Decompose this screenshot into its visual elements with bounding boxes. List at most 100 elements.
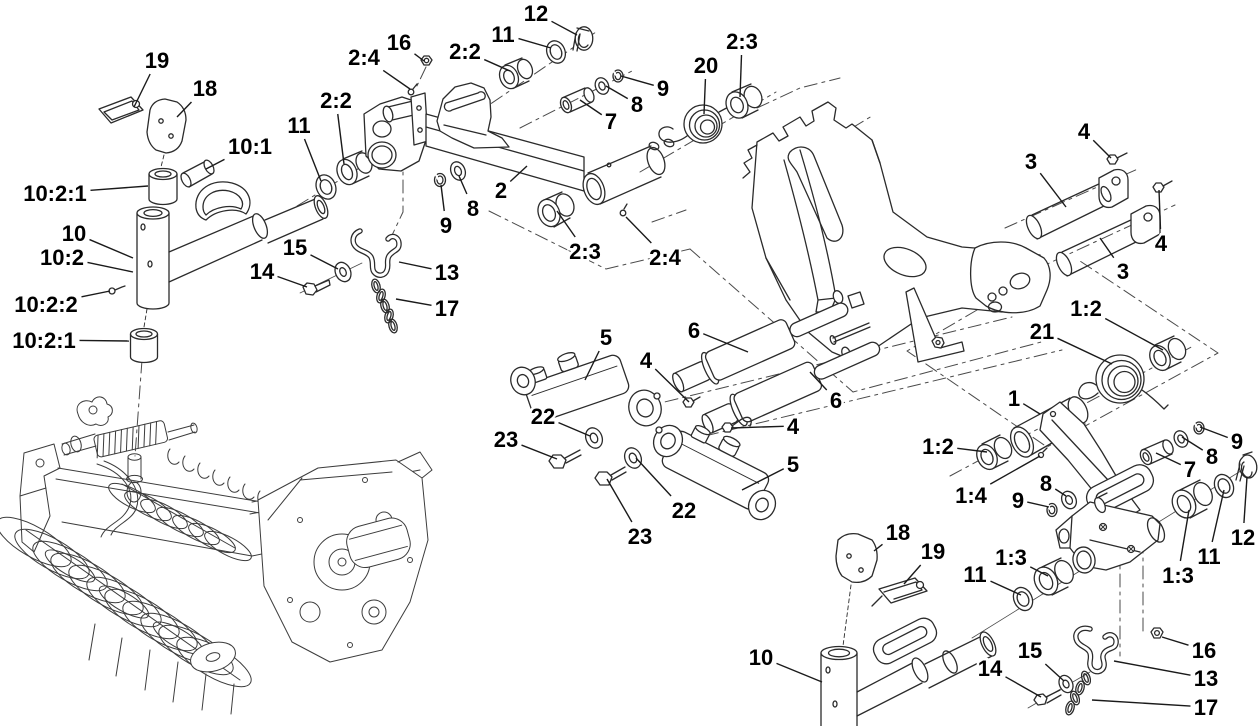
callout-leader-10:1 xyxy=(205,158,225,170)
callout-leader-1:2 xyxy=(957,447,988,453)
callout-leader-22 xyxy=(635,457,672,497)
machine-unit-illustration xyxy=(0,396,433,715)
ring-9-arm1-left xyxy=(1046,502,1058,518)
callout-leader-7 xyxy=(579,99,603,116)
callout-label-23: 23 xyxy=(628,524,652,549)
callout-leader-11 xyxy=(1211,489,1225,543)
callout-leader-10:2:1 xyxy=(79,339,130,342)
bushing-2-2-left xyxy=(336,150,373,186)
callout-leader-10:2 xyxy=(87,261,134,273)
callout-label-8: 8 xyxy=(631,92,643,117)
callout-label-5: 5 xyxy=(787,452,799,477)
frame-hardware xyxy=(829,287,965,363)
callout-leader-12 xyxy=(551,20,578,36)
nut-16-bottom xyxy=(1150,627,1164,639)
callout-label-20: 20 xyxy=(694,53,718,78)
callout-label-1:2: 1:2 xyxy=(1070,296,1102,321)
callout-label-9: 9 xyxy=(440,213,452,238)
bushing-1-2-left xyxy=(976,434,1013,471)
callout-label-8: 8 xyxy=(1206,444,1218,469)
cap-18-top xyxy=(146,98,187,154)
callout-label-11: 11 xyxy=(491,22,514,47)
callout-leader-18 xyxy=(176,101,192,118)
callout-leader-23 xyxy=(606,478,633,523)
torsion-spring-21 xyxy=(1078,354,1169,410)
callout-leader-9 xyxy=(440,184,445,212)
washer-8-arm2 xyxy=(449,161,467,181)
hoc-tube-assembly-bottom xyxy=(820,532,997,726)
rod-6-lower xyxy=(701,341,881,434)
callout-leader-15 xyxy=(310,254,339,270)
callout-label-6: 6 xyxy=(830,388,842,413)
callout-label-1:3: 1:3 xyxy=(995,545,1027,570)
callout-leader-7 xyxy=(1155,452,1182,466)
callout-leader-4 xyxy=(1158,189,1162,230)
callout-leader-17 xyxy=(1091,699,1191,707)
callout-label-3: 3 xyxy=(1117,259,1129,284)
callout-leader-14 xyxy=(277,275,308,288)
callout-label-2:3: 2:3 xyxy=(569,239,601,264)
callout-label-4: 4 xyxy=(787,414,800,439)
callout-leader-11 xyxy=(990,580,1022,596)
callout-label-2:2: 2:2 xyxy=(320,88,352,113)
callout-label-4: 4 xyxy=(1078,119,1091,144)
callout-leader-13 xyxy=(1113,660,1191,676)
callout-label-9: 9 xyxy=(657,76,669,101)
callout-leader-20 xyxy=(703,78,707,115)
callout-leader-8 xyxy=(1054,488,1067,497)
callout-leader-19 xyxy=(133,73,151,108)
callout-label-2:2: 2:2 xyxy=(449,39,481,64)
clevis-pin-19-bottom xyxy=(871,577,928,607)
callout-label-15: 15 xyxy=(1018,638,1042,663)
callout-leader-2:4 xyxy=(382,69,411,90)
frame-pin-bracket xyxy=(969,241,1051,314)
callout-label-10: 10 xyxy=(62,221,86,246)
callout-label-19: 19 xyxy=(921,539,945,564)
washer-8-arm1-left xyxy=(1060,490,1078,510)
callout-label-10:2:2: 10:2:2 xyxy=(14,292,78,317)
callout-label-21: 21 xyxy=(1030,319,1054,344)
bolt-23-lower xyxy=(594,466,627,486)
callout-leader-21 xyxy=(1057,337,1113,365)
callout-label-1:2: 1:2 xyxy=(922,434,954,459)
callout-label-2:3: 2:3 xyxy=(726,29,758,54)
arm-2-beam xyxy=(425,82,585,192)
callout-leader-1:2 xyxy=(1104,317,1164,351)
callout-leader-2:3 xyxy=(556,210,576,238)
callout-leader-8 xyxy=(1181,436,1204,451)
callout-leader-4 xyxy=(730,425,784,429)
chain-17-bottom xyxy=(1065,670,1092,716)
callout-leader-2:4 xyxy=(625,216,652,244)
callout-label-7: 7 xyxy=(605,109,617,134)
callout-label-17: 17 xyxy=(1194,695,1218,720)
callout-label-4: 4 xyxy=(1155,231,1168,256)
callout-label-2: 2 xyxy=(495,178,507,203)
callout-label-13: 13 xyxy=(435,260,459,285)
ring-9-arm2 xyxy=(433,172,447,188)
callout-leader-9 xyxy=(1199,426,1228,439)
callout-leader-2:2 xyxy=(483,58,511,72)
washer-22-lower xyxy=(623,447,643,469)
callout-label-12: 12 xyxy=(1231,525,1255,550)
callout-label-11: 11 xyxy=(287,113,310,138)
callout-leader-3 xyxy=(1099,237,1115,259)
callout-leader-1:4 xyxy=(989,455,1041,485)
bolt-14-top xyxy=(302,279,331,296)
callout-label-9: 9 xyxy=(1012,488,1024,513)
callout-leader-19 xyxy=(903,564,922,585)
cylinder-group xyxy=(510,302,881,521)
callout-leader-1 xyxy=(1022,403,1041,415)
callout-label-18: 18 xyxy=(193,76,217,101)
callout-label-10:2:1: 10:2:1 xyxy=(12,328,76,353)
callout-leader-11 xyxy=(303,138,322,182)
callout-label-4: 4 xyxy=(640,348,653,373)
callout-leader-15 xyxy=(1044,663,1065,682)
pin-3-upper xyxy=(1025,168,1129,240)
callout-label-6: 6 xyxy=(688,318,700,343)
callout-leader-2:2 xyxy=(337,113,345,165)
callout-leader-10 xyxy=(89,238,134,259)
washer-22-upper xyxy=(584,427,604,449)
callout-label-1:4: 1:4 xyxy=(955,483,988,508)
washer-15-top xyxy=(334,261,352,283)
pin-3-lower xyxy=(1055,204,1161,277)
